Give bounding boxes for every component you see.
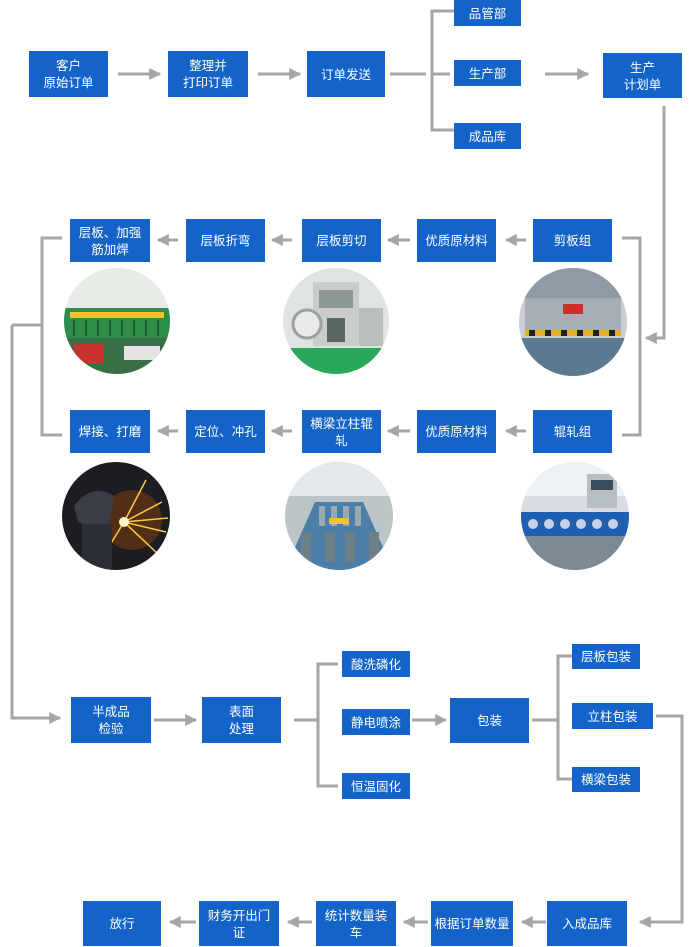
- material-box-1: 优质原材料: [417, 219, 496, 262]
- bracket: [316, 662, 338, 788]
- curing-box: 恒温固化: [342, 773, 410, 799]
- arrow: [10, 325, 62, 724]
- roll-forming-machine-photo: [521, 462, 629, 570]
- pack-column-box: 立柱包装: [572, 703, 653, 729]
- bracket: [430, 9, 454, 132]
- plate-shear-box: 层板剪切: [302, 219, 381, 262]
- release-box: 放行: [83, 901, 161, 946]
- count-load-box: 统计数量装车: [316, 901, 396, 946]
- customer-order-box: 客户 原始订单: [29, 51, 108, 97]
- semi-inspect-box: 半成品 检验: [71, 697, 151, 743]
- welding-sparks-photo: [62, 462, 170, 570]
- pack-plate-box: 层板包装: [572, 644, 640, 669]
- pickling-box: 酸洗磷化: [342, 651, 410, 677]
- production-dept-box: 生产部: [454, 60, 521, 86]
- qa-dept-box: 品管部: [454, 0, 521, 26]
- finished-store-box: 成品库: [454, 123, 521, 149]
- material-box-2: 优质原材料: [417, 410, 496, 453]
- into-store-box: 入成品库: [547, 901, 627, 946]
- pack-box: 包装: [450, 698, 529, 743]
- finance-box: 财务开出门证: [199, 901, 279, 946]
- shear-group-box: 剪板组: [533, 219, 612, 262]
- spray-box: 静电喷涂: [342, 709, 410, 735]
- welding-machine-photo: [64, 268, 170, 374]
- pack-beam-box: 横梁包装: [572, 767, 640, 792]
- order-send-box: 订单发送: [307, 51, 385, 97]
- arrow: [638, 714, 684, 928]
- arrow: [644, 106, 666, 344]
- plate-bend-box: 层板折弯: [186, 219, 265, 262]
- surface-box: 表面 处理: [202, 697, 281, 743]
- beam-roll-box: 横梁立柱辊轧: [302, 410, 381, 453]
- roll-group-box: 辊轧组: [533, 410, 612, 453]
- bracket: [622, 236, 642, 437]
- production-plan-box: 生产 计划单: [603, 53, 682, 98]
- weld-grind-box: 焊接、打磨: [70, 410, 150, 453]
- by-order-box: 根据订单数量: [431, 901, 513, 946]
- sort-print-box: 整理并 打印订单: [168, 51, 248, 97]
- shearing-machine-photo: [519, 268, 627, 376]
- bracket: [40, 236, 62, 437]
- press-machine-photo: [283, 268, 389, 374]
- roll-forming-line-photo: [285, 462, 393, 570]
- bracket: [556, 654, 572, 781]
- position-punch-box: 定位、冲孔: [186, 410, 265, 453]
- plate-weld-box: 层板、加强 筋加焊: [70, 219, 150, 262]
